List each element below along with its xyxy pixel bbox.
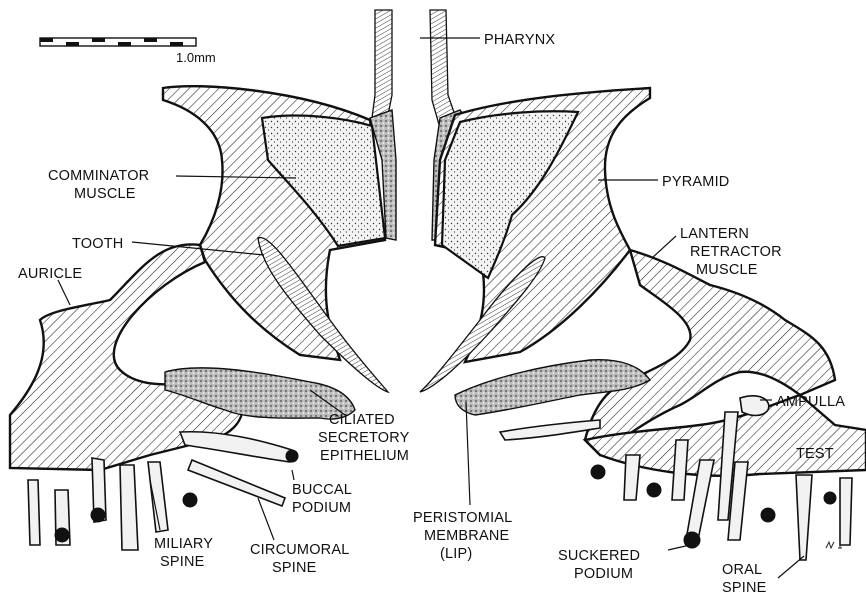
label-lantern-3: MUSCLE [696,262,758,278]
label-comminator-muscle-2: MUSCLE [74,186,136,202]
circumoral-spine-left [188,460,285,506]
label-peristomial-2: MEMBRANE [424,528,510,544]
miliary-spine-4 [120,465,138,550]
label-peristomial-3: (LIP) [440,546,472,562]
label-oral-1: ORAL [722,562,762,578]
label-circumoral-1: CIRCUMORAL [250,542,349,558]
label-epithelium-3: EPITHELIUM [320,448,409,464]
podium-tip-right-2 [647,483,661,497]
label-test: TEST [796,446,834,462]
label-suckered-1: SUCKERED [558,548,640,564]
podium-tip-left-2 [91,508,105,522]
pharynx-right-wall [430,10,456,128]
right-lantern-half [420,10,866,560]
miliary-spine-1 [28,480,40,545]
label-miliary-2: SPINE [160,554,205,570]
artist-signature [826,542,842,548]
leader-auricle [58,280,70,305]
label-tooth: TOOTH [72,236,123,252]
label-lantern-1: LANTERN [680,226,749,242]
label-auricle: AURICLE [18,266,82,282]
label-buccal-1: BUCCAL [292,482,352,498]
podium-tip-left-1 [55,528,69,542]
label-buccal-2: PODIUM [292,500,351,516]
leader-oral [778,556,804,578]
label-miliary-1: MILIARY [154,536,213,552]
leader-suckered [668,545,690,550]
label-peristomial-1: PERISTOMIAL [413,510,512,526]
podium-tip-right-3 [761,508,775,522]
ampulla [740,396,769,416]
podium-tip-right-4 [824,492,836,504]
label-suckered-2: PODIUM [574,566,633,582]
scale-bar: 1.0mm [40,38,216,65]
buccal-podium-left [180,432,296,462]
label-epithelium-1: CILIATED [329,412,395,428]
scale-bar-label: 1.0mm [176,50,216,65]
leader-lantern-retractor [652,236,676,258]
label-epithelium-2: SECRETORY [318,430,410,446]
leader-circumoral [258,498,274,540]
podium-tip-left-4 [286,450,298,462]
label-oral-2: SPINE [722,580,767,596]
label-pyramid: PYRAMID [662,174,729,190]
leader-buccal [292,470,294,480]
label-circumoral-2: SPINE [272,560,317,576]
label-comminator-muscle-1: COMMINATOR [48,168,149,184]
leader-peristomial [466,402,470,505]
podium-tip-right-1 [591,465,605,479]
podium-tip-left-3 [183,493,197,507]
right-spine-3 [624,455,640,500]
label-lantern-2: RETRACTOR [690,244,782,260]
oral-spine-right [796,475,812,560]
label-ampulla: AMPULLA [776,394,845,410]
right-spine-5 [840,478,852,545]
label-pharynx: PHARYNX [484,32,555,48]
